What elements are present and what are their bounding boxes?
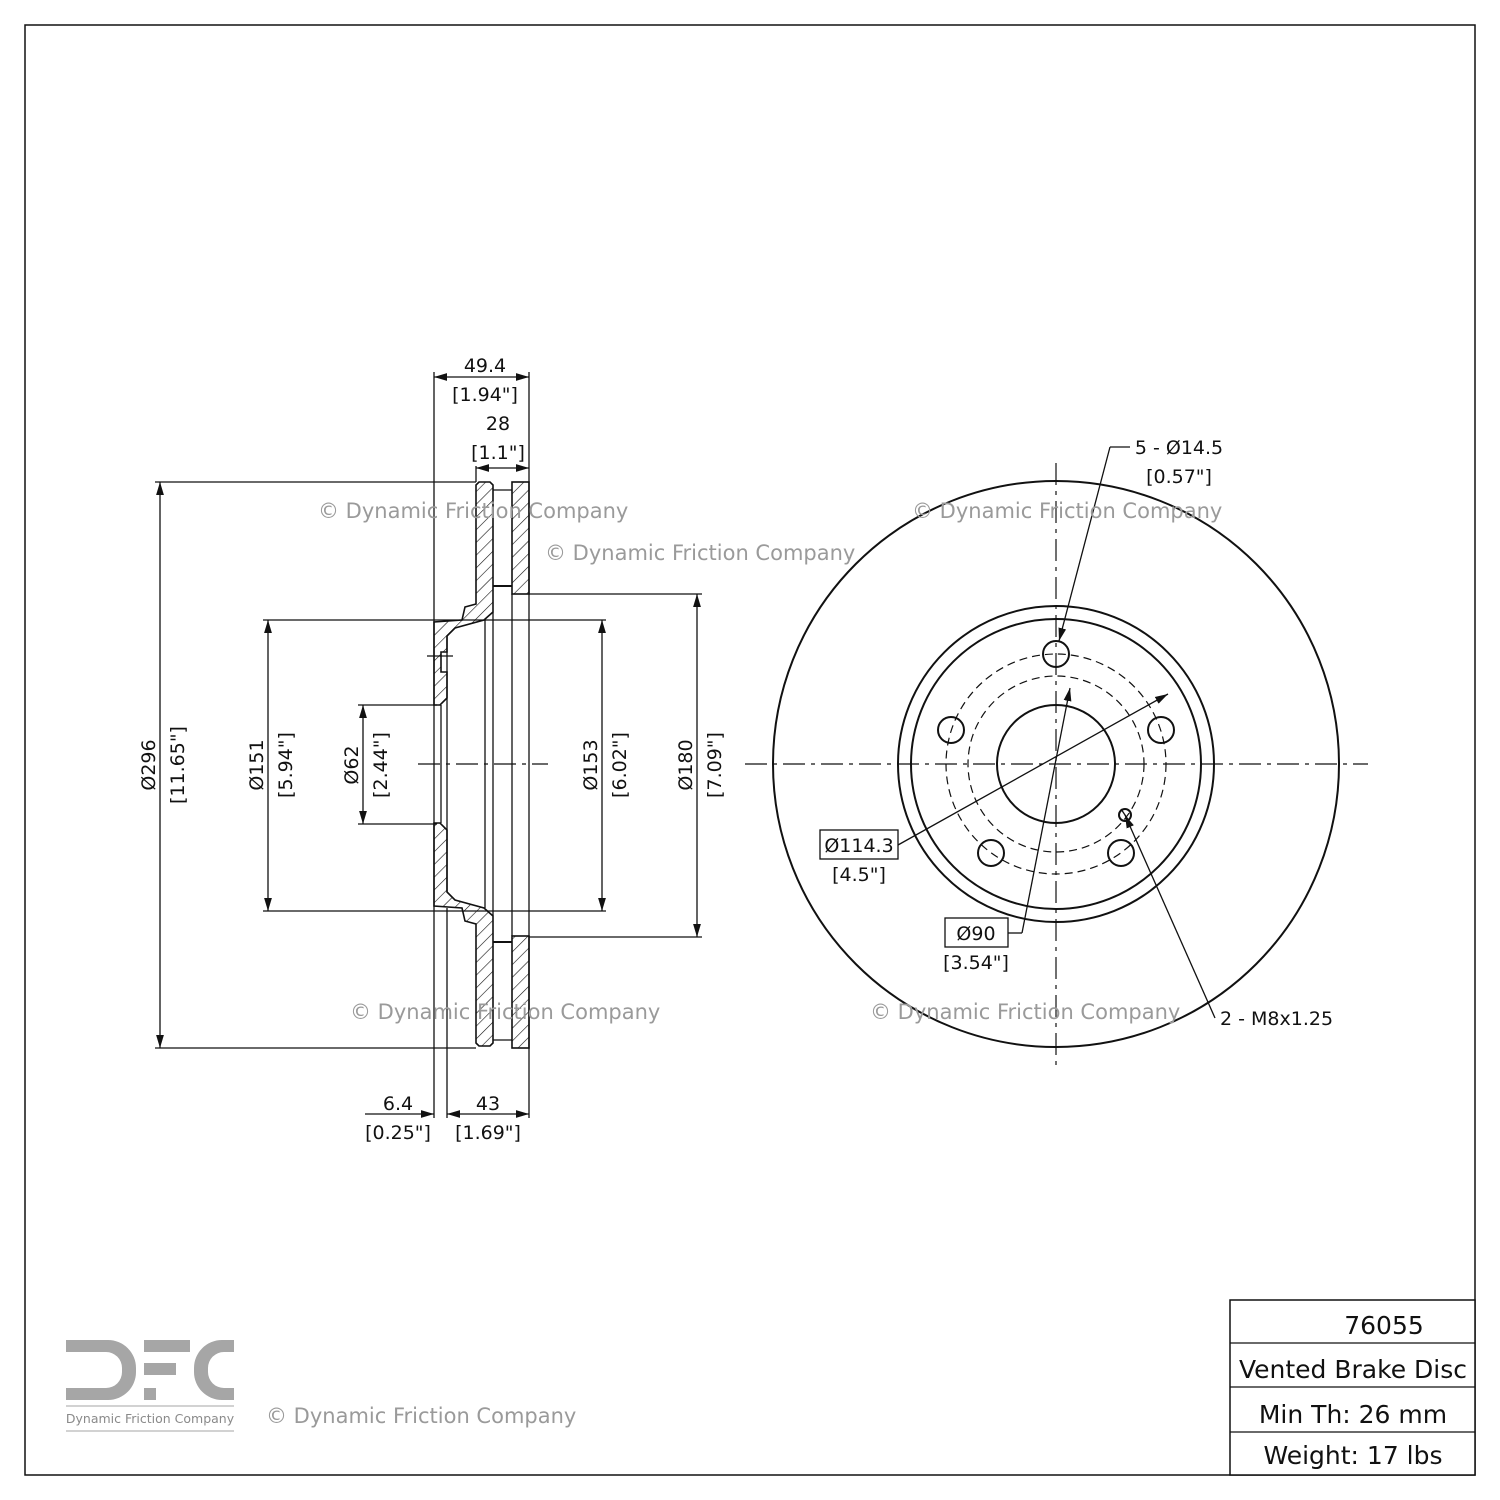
bolt-hole (977, 839, 1005, 867)
dim-outer-dia: Ø296 (138, 739, 160, 790)
bolt-circle-label-box (819, 829, 899, 860)
watermark: © Dynamic Friction Company (545, 541, 855, 565)
front-view (745, 446, 1368, 1070)
dim-inner-dia-in: [6.02"] (609, 732, 631, 798)
part-number: 76055 (1344, 1311, 1424, 1340)
dim-hat-dia-in: [5.94"] (275, 732, 297, 798)
dim-pilot: Ø90 (956, 923, 995, 945)
section-dimensions: 49.4 [1.94"] 28 [1.1"] Ø296 [11.65"] Ø15… (138, 355, 726, 1144)
dim-hat-height-in: [1.69"] (455, 1122, 521, 1144)
dim-hat-dia: Ø151 (246, 739, 268, 790)
min-thickness: Min Th: 26 mm (1259, 1400, 1447, 1429)
outer-plate-bottom (511, 935, 530, 1049)
title-block: 76055 Vented Brake Disc Min Th: 26 mm We… (1229, 1299, 1476, 1476)
dim-threaded-holes: 2 - M8x1.25 (1220, 1008, 1333, 1030)
dim-friction-inner: Ø180 (675, 739, 697, 790)
bolt-hole (1107, 839, 1135, 867)
dim-outer-dia-in: [11.65"] (167, 726, 189, 804)
bolt-hole (1147, 716, 1175, 744)
dim-bore-dia: Ø62 (341, 745, 363, 784)
pilot-label-box (944, 917, 1009, 948)
drawing-border (24, 24, 1476, 1476)
watermark: © Dynamic Friction Company (266, 1404, 576, 1428)
dim-bolt-circle-in: [4.5"] (832, 864, 886, 886)
front-dimensions: 5 - Ø14.5 [0.57"] Ø114.3 [4.5"] Ø90 [3.5… (824, 437, 1333, 1030)
watermark: © Dynamic Friction Company (318, 499, 628, 523)
dfc-logo: Dynamic Friction Company (66, 1340, 235, 1432)
watermark: © Dynamic Friction Company (870, 1000, 1180, 1024)
dim-bolt-holes-in: [0.57"] (1146, 466, 1212, 488)
dim-flange: 6.4 (383, 1093, 413, 1115)
dim-thickness-in: [1.1"] (471, 442, 525, 464)
bolt-hole (937, 716, 965, 744)
dim-pilot-in: [3.54"] (943, 952, 1009, 974)
weight: Weight: 17 lbs (1263, 1441, 1442, 1470)
dim-bolt-holes: 5 - Ø14.5 (1135, 437, 1223, 459)
dim-overall-width: 49.4 (464, 355, 506, 377)
dim-hat-height: 43 (476, 1093, 500, 1115)
dim-friction-inner-in: [7.09"] (704, 732, 726, 798)
watermark: © Dynamic Friction Company (350, 1000, 660, 1024)
logo-company-name: Dynamic Friction Company (66, 1411, 235, 1426)
section-view (155, 372, 702, 1118)
dim-bolt-circle: Ø114.3 (824, 835, 893, 857)
dim-thickness: 28 (486, 413, 510, 435)
dim-inner-dia: Ø153 (580, 739, 602, 790)
part-description: Vented Brake Disc (1239, 1355, 1467, 1384)
watermarks: © Dynamic Friction Company © Dynamic Fri… (266, 499, 1222, 1428)
dim-flange-in: [0.25"] (365, 1122, 431, 1144)
dim-overall-width-in: [1.94"] (452, 384, 518, 406)
watermark: © Dynamic Friction Company (912, 499, 1222, 523)
dim-bore-dia-in: [2.44"] (370, 732, 392, 798)
